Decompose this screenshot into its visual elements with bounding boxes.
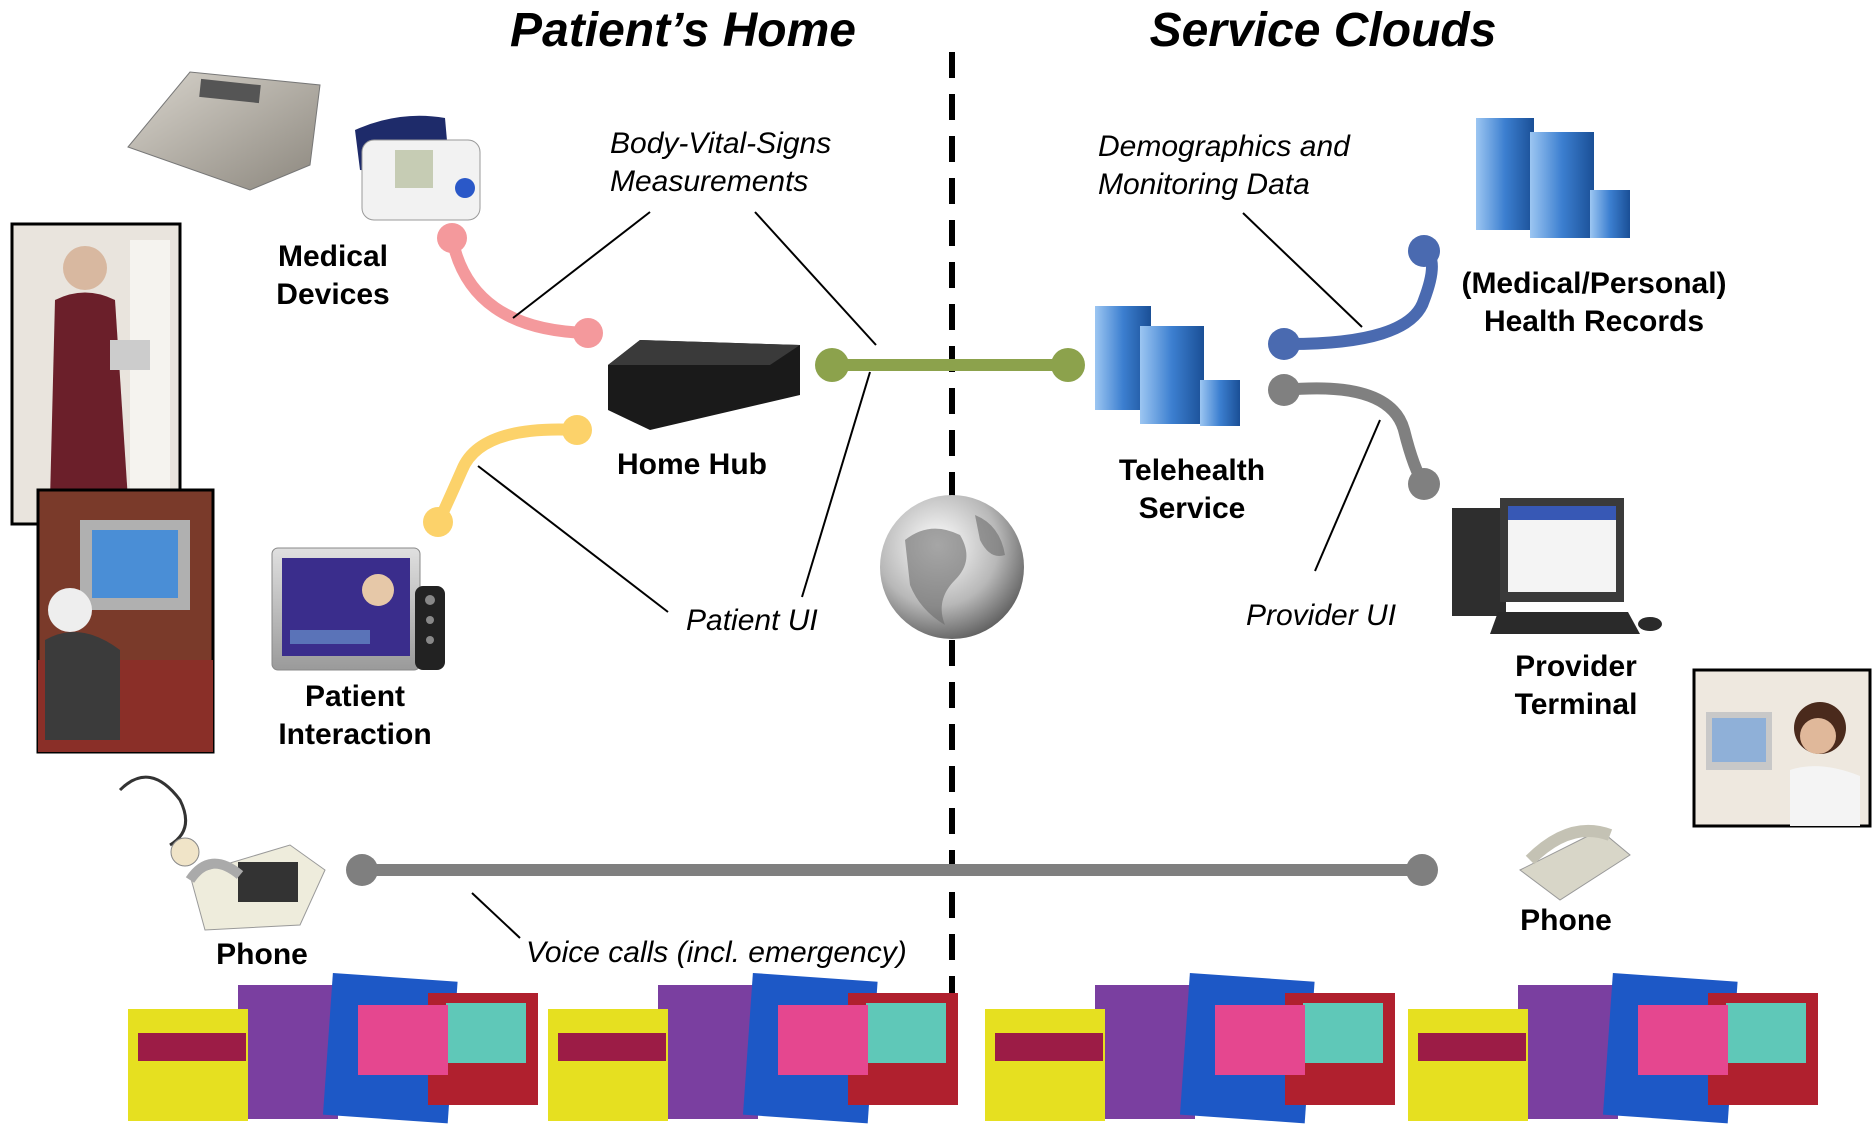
provider-ui-label: Provider UI: [1246, 599, 1396, 632]
set-top-box-icon: [608, 340, 800, 430]
callout-line: [801, 371, 871, 598]
right-section-title: Service Clouds: [1150, 4, 1497, 57]
link-endpoint: [437, 223, 467, 253]
health-records-label-1: (Medical/Personal): [1461, 267, 1726, 300]
link-endpoint: [1051, 348, 1085, 382]
callout-line: [471, 892, 521, 939]
callout-line: [477, 465, 669, 613]
patient-interaction-label-1: Patient: [305, 680, 405, 713]
link-endpoint: [573, 318, 603, 348]
patient-interaction-label-2: Interaction: [278, 718, 431, 751]
callout-line: [754, 211, 877, 346]
patient-interaction-link: [432, 423, 583, 528]
remote-control-icon: [415, 586, 445, 670]
colorful-city-banner-icon: [1408, 972, 1818, 1124]
server-cluster-icon: [1476, 118, 1630, 238]
health-records-link: [1278, 245, 1438, 351]
callout-line: [1314, 419, 1381, 572]
demographics-label-2: Monitoring Data: [1098, 168, 1310, 201]
telehealth-service-label-2: Service: [1139, 492, 1246, 525]
television-icon: [271, 547, 421, 671]
phone-right-label: Phone: [1520, 904, 1612, 937]
link-endpoint: [346, 854, 378, 886]
colorful-city-banner-icon: [128, 972, 538, 1124]
bathroom-scale-icon: [127, 71, 321, 191]
vital-signs-label-1: Body-Vital-Signs: [610, 127, 831, 160]
callout-line: [512, 211, 651, 319]
globe-icon: [880, 495, 1024, 639]
demographics-label-1: Demographics and: [1098, 130, 1351, 163]
colorful-city-banner-icon: [548, 972, 958, 1124]
server-icon: [1095, 306, 1240, 426]
desktop-computer-icon: [1452, 498, 1662, 634]
medical-devices-label-2: Devices: [276, 278, 389, 311]
link-endpoint: [1406, 854, 1438, 886]
patient-ui-label: Patient UI: [686, 604, 818, 637]
provider-terminal-label-2: Terminal: [1515, 688, 1638, 721]
voice-calls-label: Voice calls (incl. emergency): [526, 936, 907, 969]
desk-phone-icon: [1519, 824, 1631, 901]
link-endpoint: [815, 348, 849, 382]
health-records-label-2: Health Records: [1484, 305, 1704, 338]
nurse-on-phone-photo-icon: [1692, 668, 1872, 828]
link-endpoint: [1268, 374, 1300, 406]
home-hub-label: Home Hub: [617, 448, 767, 481]
elderly-watching-tv-photo-icon: [36, 488, 215, 754]
elderly-man-photo-icon: [10, 222, 182, 526]
medical-devices-link: [446, 232, 594, 339]
link-endpoint: [1268, 328, 1300, 360]
callout-line: [1242, 212, 1363, 328]
link-endpoint: [1408, 235, 1440, 267]
colorful-city-banner-icon: [985, 972, 1395, 1124]
link-endpoint: [1408, 468, 1440, 500]
left-section-title: Patient’s Home: [510, 4, 856, 57]
provider-terminal-label-1: Provider: [1515, 650, 1637, 683]
emergency-phone-icon: [118, 775, 326, 931]
provider-terminal-link: [1278, 382, 1430, 490]
link-endpoint: [562, 415, 592, 445]
telehealth-service-label-1: Telehealth: [1119, 454, 1265, 487]
vital-signs-label-2: Measurements: [610, 165, 808, 198]
phone-left-label: Phone: [216, 938, 308, 971]
medical-devices-label-1: Medical: [278, 240, 388, 273]
link-endpoint: [423, 507, 453, 537]
blood-pressure-monitor-icon: [355, 115, 481, 221]
